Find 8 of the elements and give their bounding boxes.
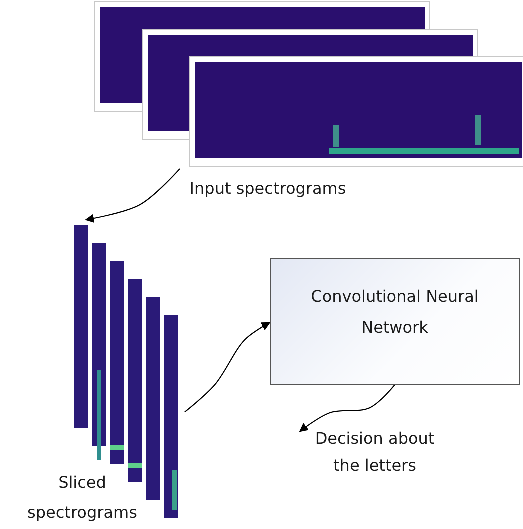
arrow <box>85 168 180 224</box>
node-label: Sliced spectrograms <box>26 472 138 524</box>
node-label: Convolutional Neural Network <box>310 286 480 338</box>
process-box <box>270 258 520 385</box>
arrow <box>184 322 271 413</box>
arrow <box>299 384 396 432</box>
node-label: Decision about the letters <box>314 428 436 477</box>
node-label: Input spectrograms <box>188 178 348 200</box>
